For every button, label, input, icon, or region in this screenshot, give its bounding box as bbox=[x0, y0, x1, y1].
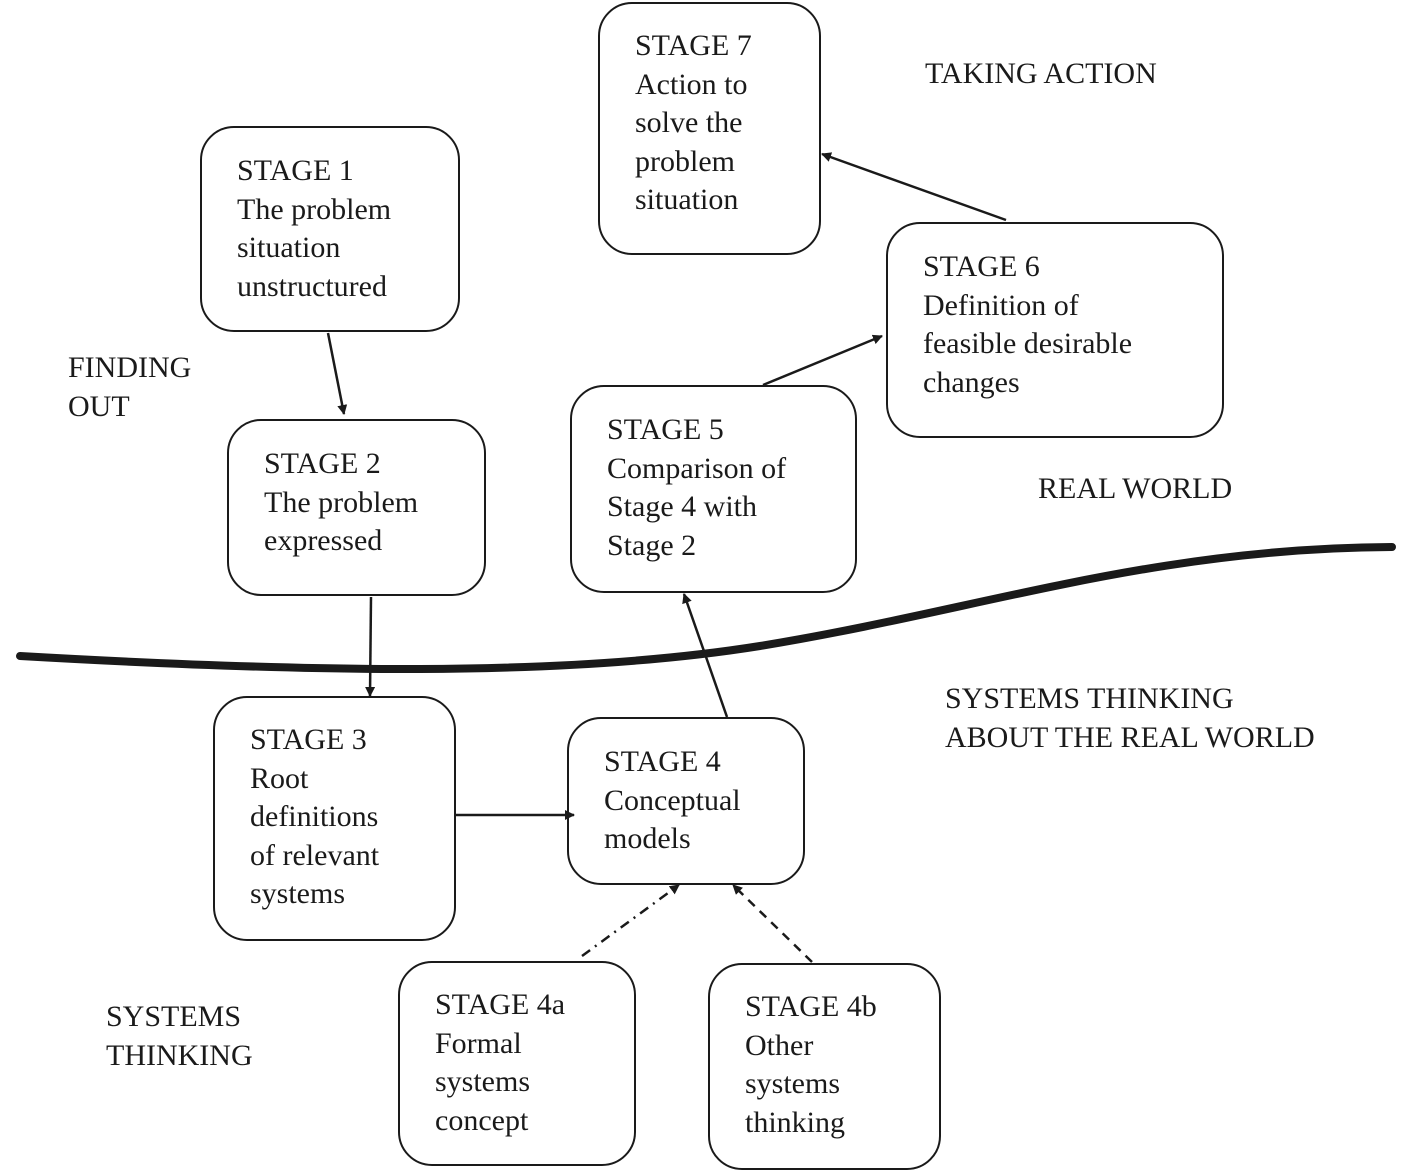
stage-7-box: STAGE 7 Action to solve the problem situ… bbox=[598, 2, 821, 255]
stage-2-title: STAGE 2 bbox=[264, 447, 381, 480]
stage-3-description: Root definitions of relevant systems bbox=[250, 761, 380, 911]
arrow-stage4-to-stage5 bbox=[682, 593, 729, 718]
stage-2-description: The problem expressed bbox=[264, 485, 419, 558]
stage-5-box: STAGE 5 Comparison of Stage 4 with Stage… bbox=[570, 385, 857, 593]
stage-4a-description: Formal systems concept bbox=[435, 1026, 531, 1137]
real-world-label: REAL WORLD bbox=[1038, 472, 1233, 505]
stage-7-description: Action to solve the problem situation bbox=[635, 67, 748, 217]
stage-6-box: STAGE 6 Definition of feasible desirable… bbox=[886, 222, 1224, 438]
stage-4b-title: STAGE 4b bbox=[745, 990, 877, 1023]
stage-5-title: STAGE 5 bbox=[607, 413, 724, 446]
taking-action-label: TAKING ACTION bbox=[925, 57, 1157, 90]
stage-3-title: STAGE 3 bbox=[250, 723, 367, 756]
stage-3-box: STAGE 3 Root definitions of relevant sys… bbox=[213, 696, 456, 941]
systems-thinking-about-real-world-label: SYSTEMS THINKING ABOUT THE REAL WORLD bbox=[945, 682, 1315, 754]
stage-1-box: STAGE 1 The problem situation unstructur… bbox=[200, 126, 460, 332]
stage-6-title: STAGE 6 bbox=[923, 250, 1040, 283]
stage-2-box: STAGE 2 The problem expressed bbox=[227, 419, 486, 596]
stage-4a-title: STAGE 4a bbox=[435, 988, 566, 1021]
stage-7-title: STAGE 7 bbox=[635, 29, 752, 62]
arrow-stage4a-to-stage4 bbox=[581, 883, 680, 958]
systems-thinking-label: SYSTEMS THINKING bbox=[106, 1000, 253, 1072]
stage-1-description: The problem situation unstructured bbox=[237, 192, 392, 303]
stage-1-title: STAGE 1 bbox=[237, 154, 354, 187]
real-world-boundary-curve bbox=[16, 543, 1396, 674]
arrow-stage2-to-stage3 bbox=[365, 596, 376, 697]
stage-4b-box: STAGE 4b Other systems thinking bbox=[708, 963, 941, 1170]
finding-out-label: FINDING OUT bbox=[68, 351, 192, 423]
arrow-stage4b-to-stage4 bbox=[732, 884, 813, 963]
arrow-stage1-to-stage2 bbox=[326, 332, 348, 415]
arrow-stage6-to-stage7 bbox=[821, 152, 1007, 222]
stage-4a-box: STAGE 4a Formal systems concept bbox=[398, 961, 636, 1166]
stage-4-description: Conceptual models bbox=[604, 783, 741, 856]
stage-5-description: Comparison of Stage 4 with Stage 2 bbox=[607, 451, 787, 562]
stage-4-title: STAGE 4 bbox=[604, 745, 721, 778]
stage-4-box: STAGE 4 Conceptual models bbox=[567, 717, 805, 885]
stage-4b-description: Other systems thinking bbox=[745, 1028, 846, 1139]
arrow-stage5-to-stage6 bbox=[762, 334, 883, 387]
stage-6-description: Definition of feasible desirable changes bbox=[923, 288, 1133, 399]
